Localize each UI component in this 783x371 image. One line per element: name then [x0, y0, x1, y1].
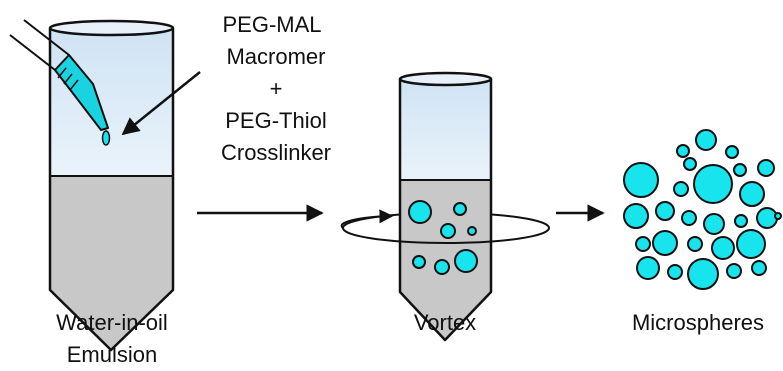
- droplet: [454, 249, 478, 273]
- reagent-line-1: PEG-MAL: [222, 12, 321, 37]
- microsphere: [683, 157, 697, 171]
- tube1-rim: [48, 19, 175, 37]
- tube1-oil-layer: [50, 176, 173, 350]
- reagent-label: PEG-MAL Macromer + PEG-Thiol Crosslinker: [221, 12, 331, 165]
- microsphere: [655, 201, 675, 221]
- microsphere: [756, 207, 778, 229]
- microsphere: [734, 214, 748, 228]
- pipette-icon: [9, 19, 109, 131]
- pipette-droplet: [101, 130, 111, 146]
- microsphere: [636, 256, 660, 280]
- microsphere: [681, 210, 697, 226]
- microsphere: [726, 263, 742, 279]
- vortex-tube: [340, 71, 550, 342]
- droplet: [408, 200, 432, 224]
- vortex-label: Vortex: [414, 310, 476, 335]
- emulsion-label-line-2: Emulsion: [67, 342, 157, 367]
- droplet: [440, 223, 456, 239]
- microsphere: [687, 236, 703, 252]
- tube1-outline: [48, 28, 175, 352]
- microsphere: [736, 229, 766, 259]
- reagent-pointer-arrow: [121, 71, 201, 136]
- microsphere: [693, 164, 733, 204]
- microsphere: [703, 213, 725, 235]
- microsphere: [774, 212, 782, 220]
- microsphere: [623, 162, 659, 198]
- microsphere: [667, 264, 683, 280]
- vortex-droplets: [408, 200, 478, 275]
- microsphere: [695, 129, 717, 151]
- microsphere: [673, 181, 689, 197]
- droplet: [412, 255, 426, 269]
- emulsion-tube: [48, 19, 175, 352]
- microsphere: [739, 181, 765, 207]
- vortex-rotation-icon: [340, 209, 550, 244]
- droplet: [467, 226, 477, 236]
- microsphere: [751, 260, 767, 276]
- microsphere: [635, 236, 651, 252]
- microsphere: [623, 203, 649, 229]
- tube2-rim: [398, 71, 493, 87]
- tube2-outline: [398, 79, 493, 342]
- reagent-line-2: Macromer: [226, 44, 325, 69]
- droplet: [434, 259, 450, 275]
- tube2-upper: [400, 78, 491, 180]
- droplet: [453, 202, 467, 216]
- microsphere: [733, 163, 747, 177]
- microspheres-cluster: [623, 129, 782, 290]
- microsphere: [725, 145, 739, 159]
- microsphere: [757, 159, 775, 177]
- reagent-line-3: PEG-Thiol: [225, 108, 326, 133]
- reagent-line-4: Crosslinker: [221, 140, 331, 165]
- microsphere: [676, 144, 690, 158]
- reagent-plus: +: [270, 76, 283, 101]
- microsphere: [687, 258, 719, 290]
- microspheres-label: Microspheres: [632, 310, 764, 335]
- microsphere: [711, 236, 735, 260]
- emulsion-label-line-1: Water-in-oil: [56, 310, 168, 335]
- microsphere: [652, 230, 678, 256]
- tube1-aqueous-layer: [50, 28, 173, 176]
